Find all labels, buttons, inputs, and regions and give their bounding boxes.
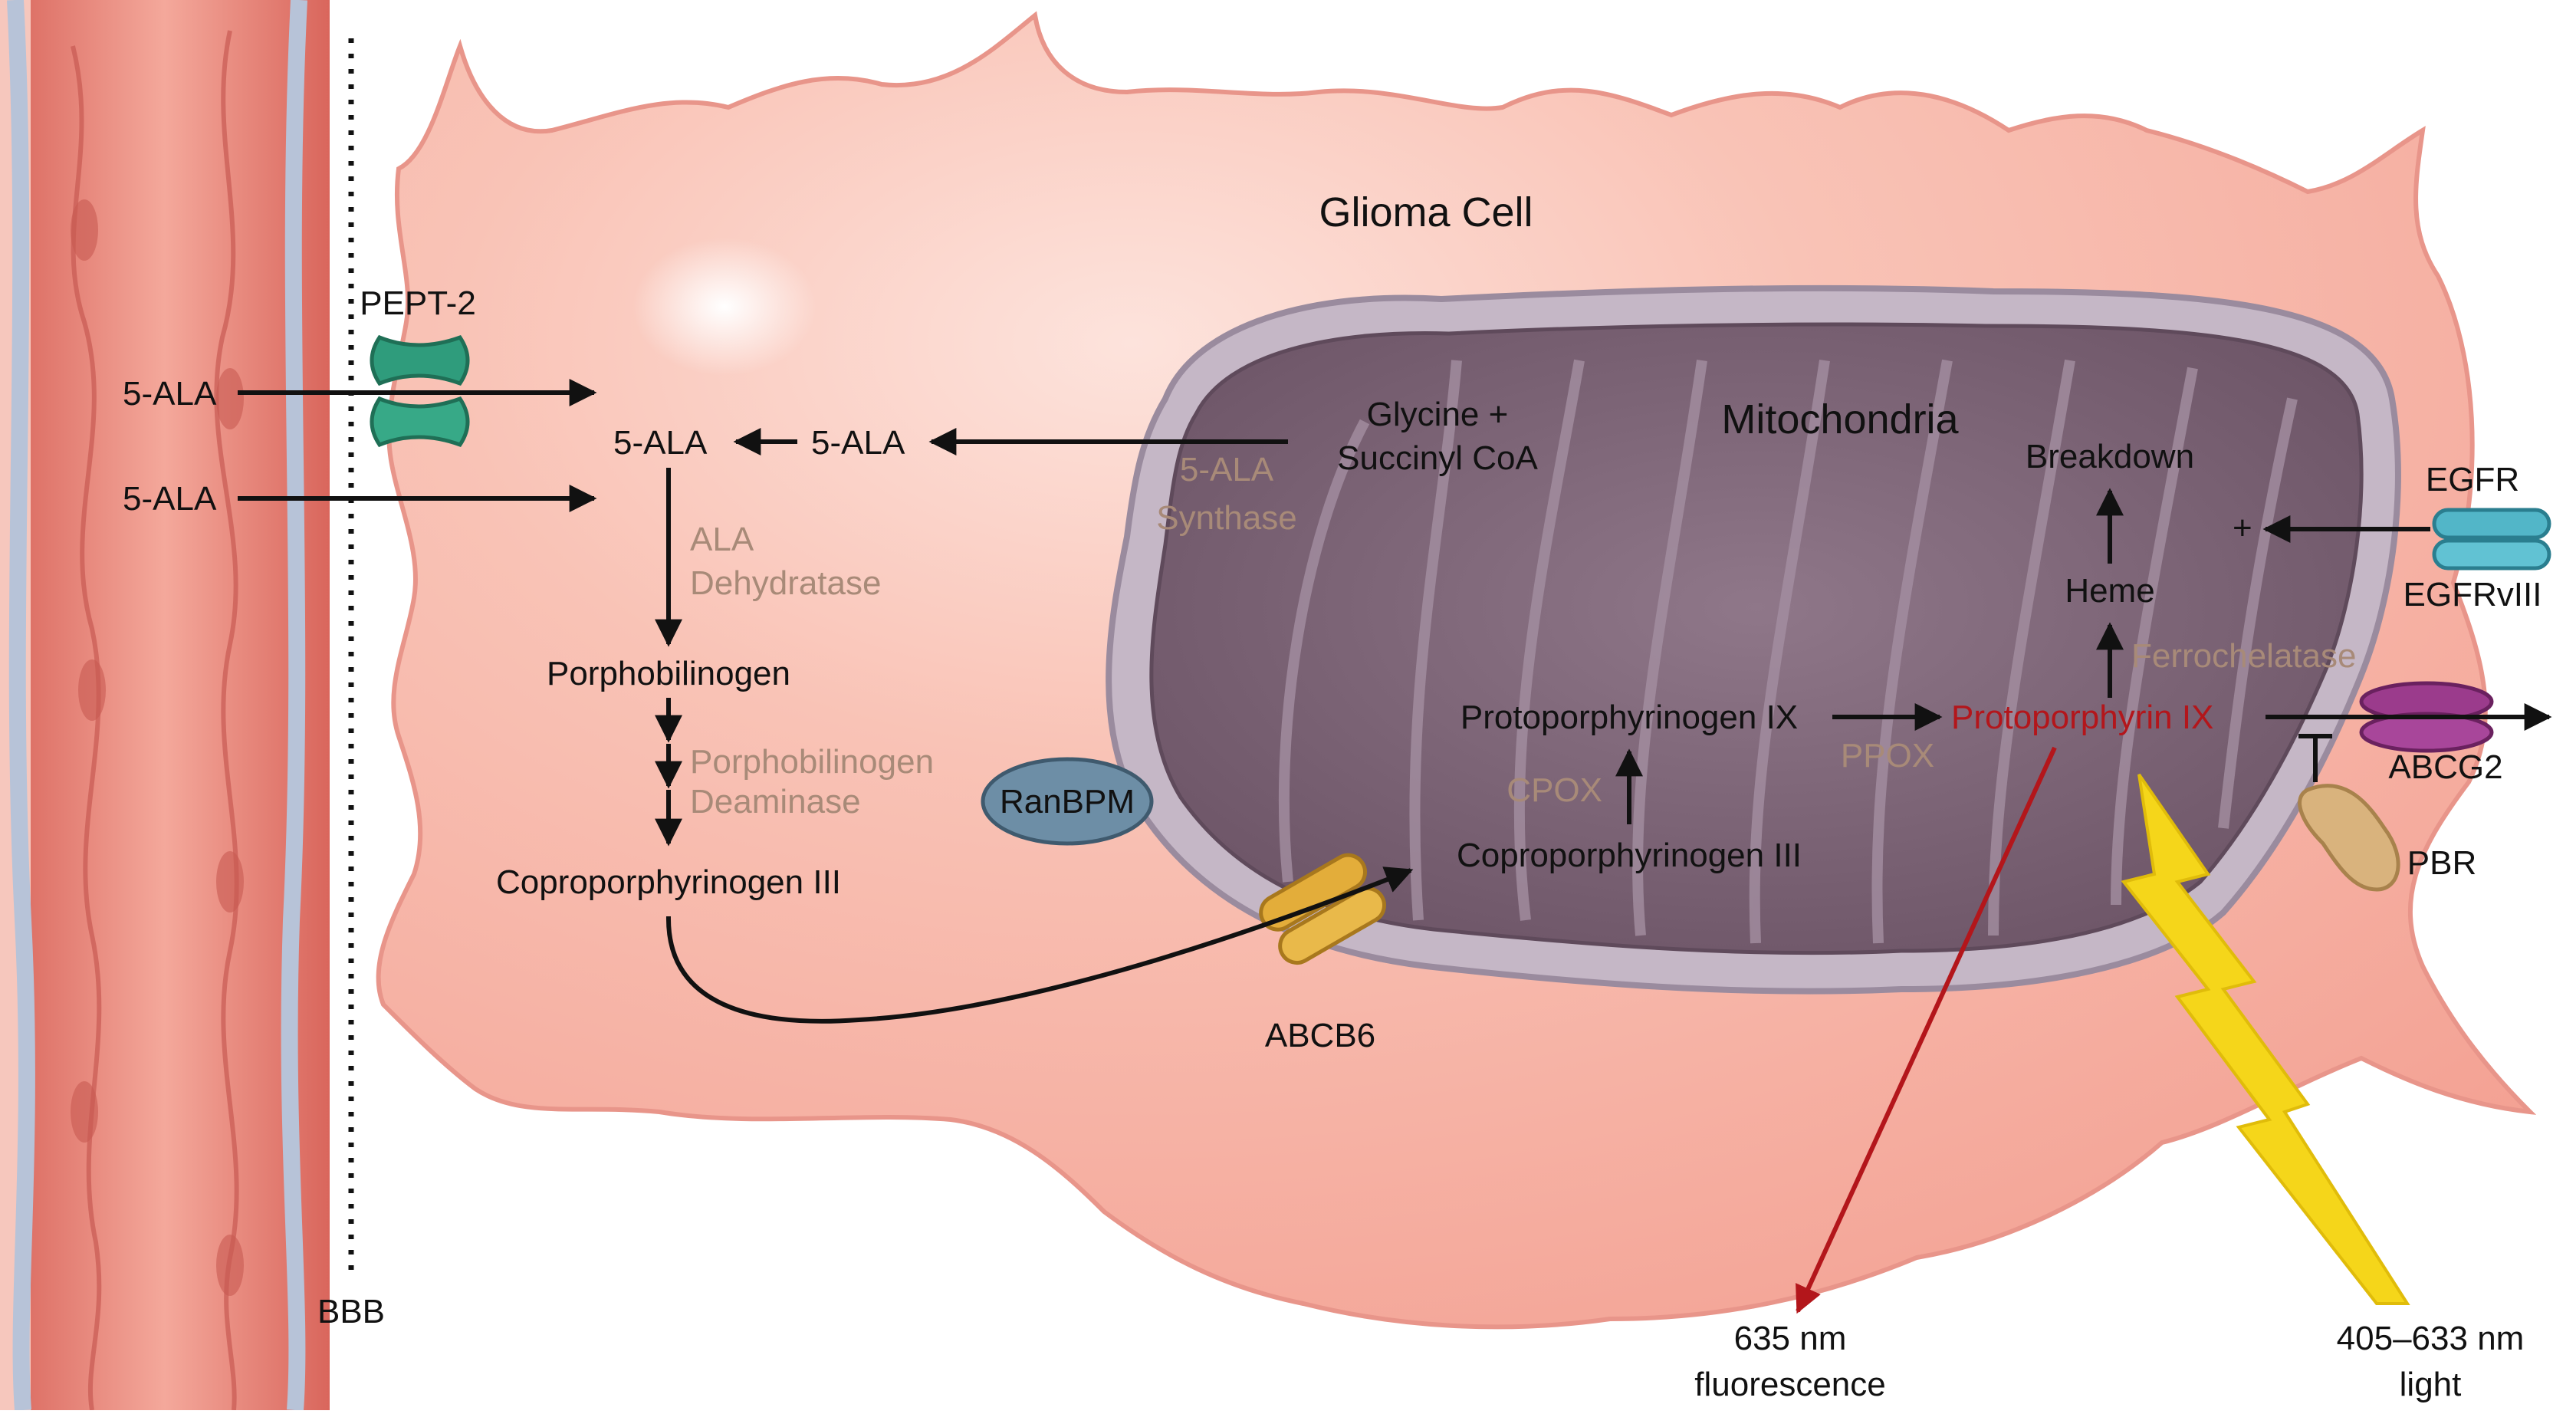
ala-cytosol-label: 5-ALA bbox=[613, 424, 708, 462]
glycine-label: Glycine + bbox=[1367, 396, 1509, 433]
ala-input-2-label: 5-ALA bbox=[123, 480, 217, 518]
heme-label: Heme bbox=[2065, 572, 2154, 610]
pept2-transporter bbox=[370, 334, 470, 448]
ala-mito-export-label: 5-ALA bbox=[811, 424, 905, 462]
abcg2-label: ABCG2 bbox=[2388, 748, 2502, 786]
pbg-deaminase-label-1: Porphobilinogen bbox=[690, 743, 934, 781]
ferrochelatase-label: Ferrochelatase bbox=[2131, 637, 2356, 675]
protoporphyrin-label: Protoporphyrin IX bbox=[1951, 699, 2213, 736]
cell-highlight bbox=[632, 238, 816, 376]
egfr-label: EGFR bbox=[2426, 461, 2519, 498]
pept2-label: PEPT-2 bbox=[360, 284, 476, 322]
pbr-label: PBR bbox=[2407, 844, 2476, 882]
ranbpm-label: RanBPM bbox=[1000, 783, 1135, 820]
bbb-label: BBB bbox=[317, 1293, 385, 1330]
abcb6-label: ABCB6 bbox=[1265, 1017, 1375, 1054]
mitochondrion bbox=[1106, 284, 2401, 995]
breakdown-label: Breakdown bbox=[2026, 438, 2194, 475]
porphobilinogen-label: Porphobilinogen bbox=[547, 655, 790, 692]
light-label-2: light bbox=[2400, 1366, 2462, 1403]
mitochondria-title: Mitochondria bbox=[1721, 396, 1959, 442]
ranbpm-protein bbox=[981, 757, 1154, 846]
succinyl-coa-label: Succinyl CoA bbox=[1337, 439, 1538, 477]
pbr-protein bbox=[2298, 784, 2400, 892]
light-label-1: 405–633 nm bbox=[2337, 1320, 2525, 1357]
ala-synthase-label-2: Synthase bbox=[1156, 499, 1296, 537]
abcg2-transporter bbox=[2359, 681, 2494, 753]
pbg-deaminase-label-2: Deaminase bbox=[690, 783, 861, 820]
abcb6-transporter bbox=[1259, 853, 1386, 965]
egfr-receptor bbox=[2432, 508, 2551, 571]
ala-dehydratase-label-2: Dehydratase bbox=[690, 564, 881, 602]
ala-input-1-label: 5-ALA bbox=[123, 375, 217, 413]
fluorescence-label-1: 635 nm bbox=[1734, 1320, 1847, 1357]
protoporphyrinogen-label: Protoporphyrinogen IX bbox=[1460, 699, 1798, 736]
fluorescence-label-2: fluorescence bbox=[1694, 1366, 1885, 1403]
ala-dehydratase-label-1: ALA bbox=[690, 521, 754, 558]
coproporphyrinogen-cytosol-label: Coproporphyrinogen III bbox=[496, 863, 841, 901]
glioma-cell-title: Glioma Cell bbox=[1319, 189, 1533, 235]
blood-vessel bbox=[0, 0, 330, 1411]
ppox-label: PPOX bbox=[1841, 737, 1934, 774]
lightning-bolt bbox=[2121, 773, 2410, 1305]
coproporphyrinogen-mito-label: Coproporphyrinogen III bbox=[1457, 837, 1802, 874]
cpox-label: CPOX bbox=[1506, 771, 1602, 809]
ho1-plus-label: + bbox=[2233, 509, 2252, 547]
copro-transport-arrow bbox=[665, 866, 1414, 1024]
ala-synthase-label-1: 5-ALA bbox=[1180, 451, 1274, 488]
egfrviii-label: EGFRvIII bbox=[2404, 576, 2542, 613]
fluorescence-arrow bbox=[1796, 746, 2057, 1314]
